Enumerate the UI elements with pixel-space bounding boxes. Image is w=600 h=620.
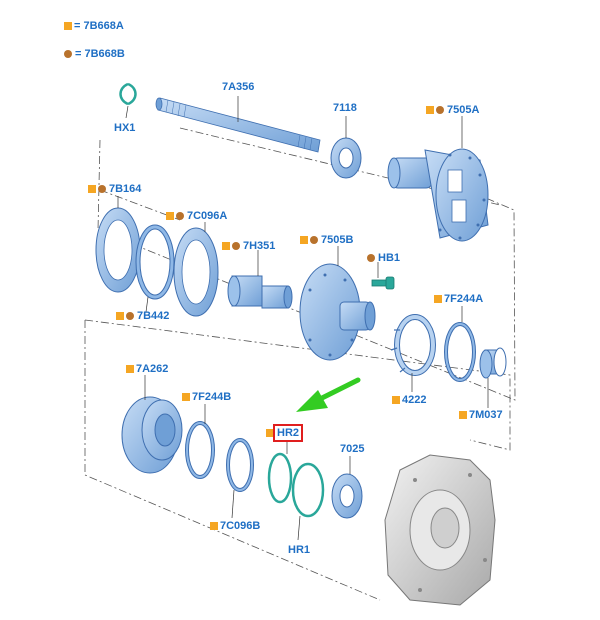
circle-marker-icon	[176, 212, 184, 220]
ring-7f244b	[185, 404, 215, 479]
circle-marker-icon	[367, 254, 375, 262]
ring-7f244a	[444, 306, 476, 382]
circle-marker-icon	[98, 185, 106, 193]
square-marker-icon	[222, 242, 230, 250]
bearing-7m037	[479, 347, 507, 408]
square-marker-icon	[116, 312, 124, 320]
label-7a356: 7A356	[222, 81, 255, 93]
label-hb1: HB1	[367, 252, 400, 264]
square-marker-icon	[64, 22, 72, 30]
label-hx1: HX1	[114, 122, 136, 134]
square-marker-icon	[434, 295, 442, 303]
label-7f244b: 7F244B	[182, 391, 231, 403]
plate-7c096a	[173, 222, 219, 317]
square-marker-icon	[392, 396, 400, 404]
highlighted-part-hr2[interactable]: HR2	[272, 424, 304, 442]
hx1-clip	[119, 82, 137, 119]
circle-marker-icon	[232, 242, 240, 250]
label-7505b: 7505B	[300, 234, 353, 246]
bolt-hb1	[371, 262, 395, 290]
circle-marker-icon	[126, 312, 134, 320]
bearing-7118	[330, 116, 362, 179]
circle-marker-icon	[64, 50, 72, 58]
label-4222: 4222	[392, 394, 426, 406]
square-marker-icon	[210, 522, 218, 530]
square-marker-icon	[88, 185, 96, 193]
bearing-7025	[331, 456, 363, 519]
label-7h351: 7H351	[222, 240, 275, 252]
label-7f244a: 7F244A	[434, 293, 483, 305]
cage-4222	[390, 314, 436, 392]
label-7118: 7118	[333, 102, 357, 114]
transmission-case	[384, 454, 496, 606]
square-marker-icon	[126, 365, 134, 373]
square-marker-icon	[426, 106, 434, 114]
ring-7c096b	[226, 438, 254, 519]
label-7025: 7025	[340, 443, 365, 455]
square-marker-icon	[266, 429, 274, 437]
gear-7h351	[227, 250, 293, 309]
shaft-7a356	[155, 96, 321, 153]
label-7b164: 7B164	[88, 183, 141, 195]
carrier-7505a	[387, 116, 489, 242]
square-marker-icon	[459, 411, 467, 419]
green-arrow-icon	[296, 377, 361, 412]
label-7b442: 7B442	[116, 310, 169, 322]
label-7a262: 7A262	[126, 363, 168, 375]
square-marker-icon	[300, 236, 308, 244]
housing-7a262	[121, 375, 183, 474]
label-7505a: 7505A	[426, 104, 479, 116]
square-marker-icon	[182, 393, 190, 401]
label-7c096b: 7C096B	[210, 520, 260, 532]
oring-hr2	[267, 442, 293, 504]
carrier-7505b	[299, 246, 376, 361]
label-hr1: HR1	[288, 544, 311, 556]
label-hr2[interactable]: HR2	[266, 424, 304, 442]
plate-7b164	[95, 196, 141, 293]
label-7m037: 7M037	[459, 409, 503, 421]
oring-hr1	[291, 462, 325, 541]
circle-marker-icon	[310, 236, 318, 244]
plate-7b442	[135, 224, 175, 313]
legend-entry-square: = 7B668A	[64, 20, 124, 32]
circle-marker-icon	[436, 106, 444, 114]
label-7c096a: 7C096A	[166, 210, 227, 222]
square-marker-icon	[166, 212, 174, 220]
legend-entry-circle: = 7B668B	[64, 48, 125, 60]
